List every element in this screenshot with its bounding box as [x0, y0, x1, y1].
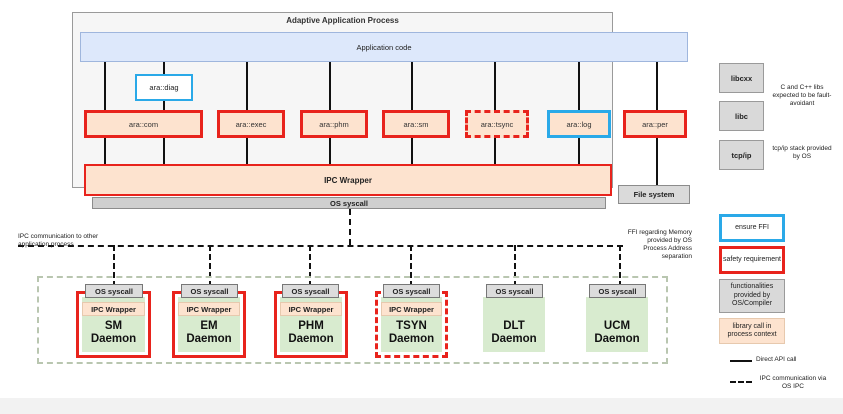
ipc-dash-tsyn [410, 245, 412, 287]
ara-diag-box: ara::diag [135, 74, 193, 101]
ipc-line-log [578, 138, 580, 164]
ipc-line-com-a [104, 138, 106, 164]
ipc-dash-em [209, 245, 211, 287]
ara-phm-box: ara::phm [300, 110, 368, 138]
ffi-note: FFI regarding Memory provided by OS Proc… [627, 229, 692, 260]
ipc-line-phm [329, 138, 331, 164]
api-line-sm [411, 62, 413, 110]
libcxx-box: libcxx [719, 63, 764, 93]
ipc-dash-ucm [619, 245, 621, 287]
tcpip-note: tcp/ip stack provided by OS [772, 145, 832, 160]
libc-box: libc [719, 101, 764, 131]
phm-daemon: IPC Wrapper PHM Daemon [274, 291, 348, 358]
phm-daemon-label-1: PHM [298, 320, 324, 332]
sm-daemon: IPC Wrapper SM Daemon [76, 291, 151, 358]
em-daemon-label-1: EM [200, 320, 218, 332]
ipc-line-com-b [163, 138, 165, 164]
ara-exec-box: ara::exec [217, 110, 285, 138]
ara-per-box: ara::per [623, 110, 687, 138]
api-line-phm [329, 62, 331, 110]
phm-ipc-wrapper: IPC Wrapper [280, 302, 342, 316]
em-os-syscall: OS syscall [181, 284, 238, 298]
daemon-group [37, 276, 668, 364]
ipc-dash-other [113, 245, 115, 287]
sm-os-syscall: OS syscall [85, 284, 143, 298]
ucm-os-syscall: OS syscall [589, 284, 646, 298]
ucm-daemon-label-1: UCM [603, 320, 631, 332]
ucm-daemon: UCM Daemon [580, 291, 654, 358]
tsyn-ipc-wrapper: IPC Wrapper [381, 302, 442, 316]
api-line-exec [246, 62, 248, 110]
legend-library-call: library call in process context [719, 318, 785, 344]
ipc-wrapper: IPC Wrapper [84, 164, 612, 196]
legend-ipc-comm: IPC communication via OS IPC [759, 375, 827, 390]
em-daemon-label-2: Daemon [186, 333, 232, 345]
dlt-daemon-label-1: DLT [503, 320, 525, 332]
file-system: File system [618, 185, 690, 204]
legend-dashed-line [730, 381, 752, 383]
tcpip-box: tcp/ip [719, 140, 764, 170]
ipc-line-sm [411, 138, 413, 164]
sm-ipc-wrapper: IPC Wrapper [82, 302, 145, 316]
ara-sm-box: ara::sm [382, 110, 450, 138]
ucm-daemon-label-2: Daemon [594, 333, 640, 345]
dlt-daemon-label-2: Daemon [491, 333, 537, 345]
ipc-line-tsync [494, 138, 496, 164]
api-line-log [578, 62, 580, 110]
api-line-diag [163, 62, 165, 74]
dlt-os-syscall: OS syscall [486, 284, 543, 298]
ara-com-box: ara::com [84, 110, 203, 138]
sm-daemon-label-1: SM [104, 320, 123, 332]
ipc-dash-phm [309, 245, 311, 287]
legend-solid-line [730, 360, 752, 362]
legend-ensure-ffi: ensure FFI [719, 214, 785, 242]
dlt-daemon: DLT Daemon [477, 291, 551, 358]
ipc-dash-horizontal [18, 245, 623, 247]
tsyn-daemon-label-2: Daemon [388, 333, 435, 345]
process-title: Adaptive Application Process [286, 15, 399, 25]
libs-note: C and C++ libs expected to be fault-avoi… [772, 84, 832, 107]
tsyn-daemon-label-1: TSYN [396, 320, 427, 332]
em-ipc-wrapper: IPC Wrapper [178, 302, 240, 316]
diagram-canvas: Adaptive Application Process Application… [0, 0, 843, 398]
tsyn-os-syscall: OS syscall [383, 284, 440, 298]
fs-line-per [656, 138, 658, 185]
em-daemon: IPC Wrapper EM Daemon [172, 291, 246, 358]
application-code: Application code [80, 32, 688, 62]
api-line-diag-com [163, 101, 165, 110]
api-line-com [104, 62, 106, 110]
legend-safety: safety requirement [719, 246, 785, 274]
os-syscall-bar: OS syscall [92, 197, 606, 209]
ipc-line-exec [246, 138, 248, 164]
api-line-per [656, 62, 658, 110]
phm-daemon-label-2: Daemon [288, 333, 334, 345]
phm-os-syscall: OS syscall [282, 284, 339, 298]
ipc-other-note: IPC communication to other application p… [18, 233, 99, 248]
tsyn-daemon: IPC Wrapper TSYN Daemon [375, 291, 448, 358]
ara-tsync-box: ara::tsync [465, 110, 529, 138]
legend-functionalities: functionalities provided by OS/Compiler [719, 279, 785, 313]
ipc-dash-main [349, 209, 351, 245]
api-line-tsync [494, 62, 496, 110]
legend-direct-api: Direct API call [756, 356, 797, 363]
ara-log-box: ara::log [547, 110, 611, 138]
sm-daemon-label-2: Daemon [90, 333, 137, 345]
ipc-dash-dlt [514, 245, 516, 287]
